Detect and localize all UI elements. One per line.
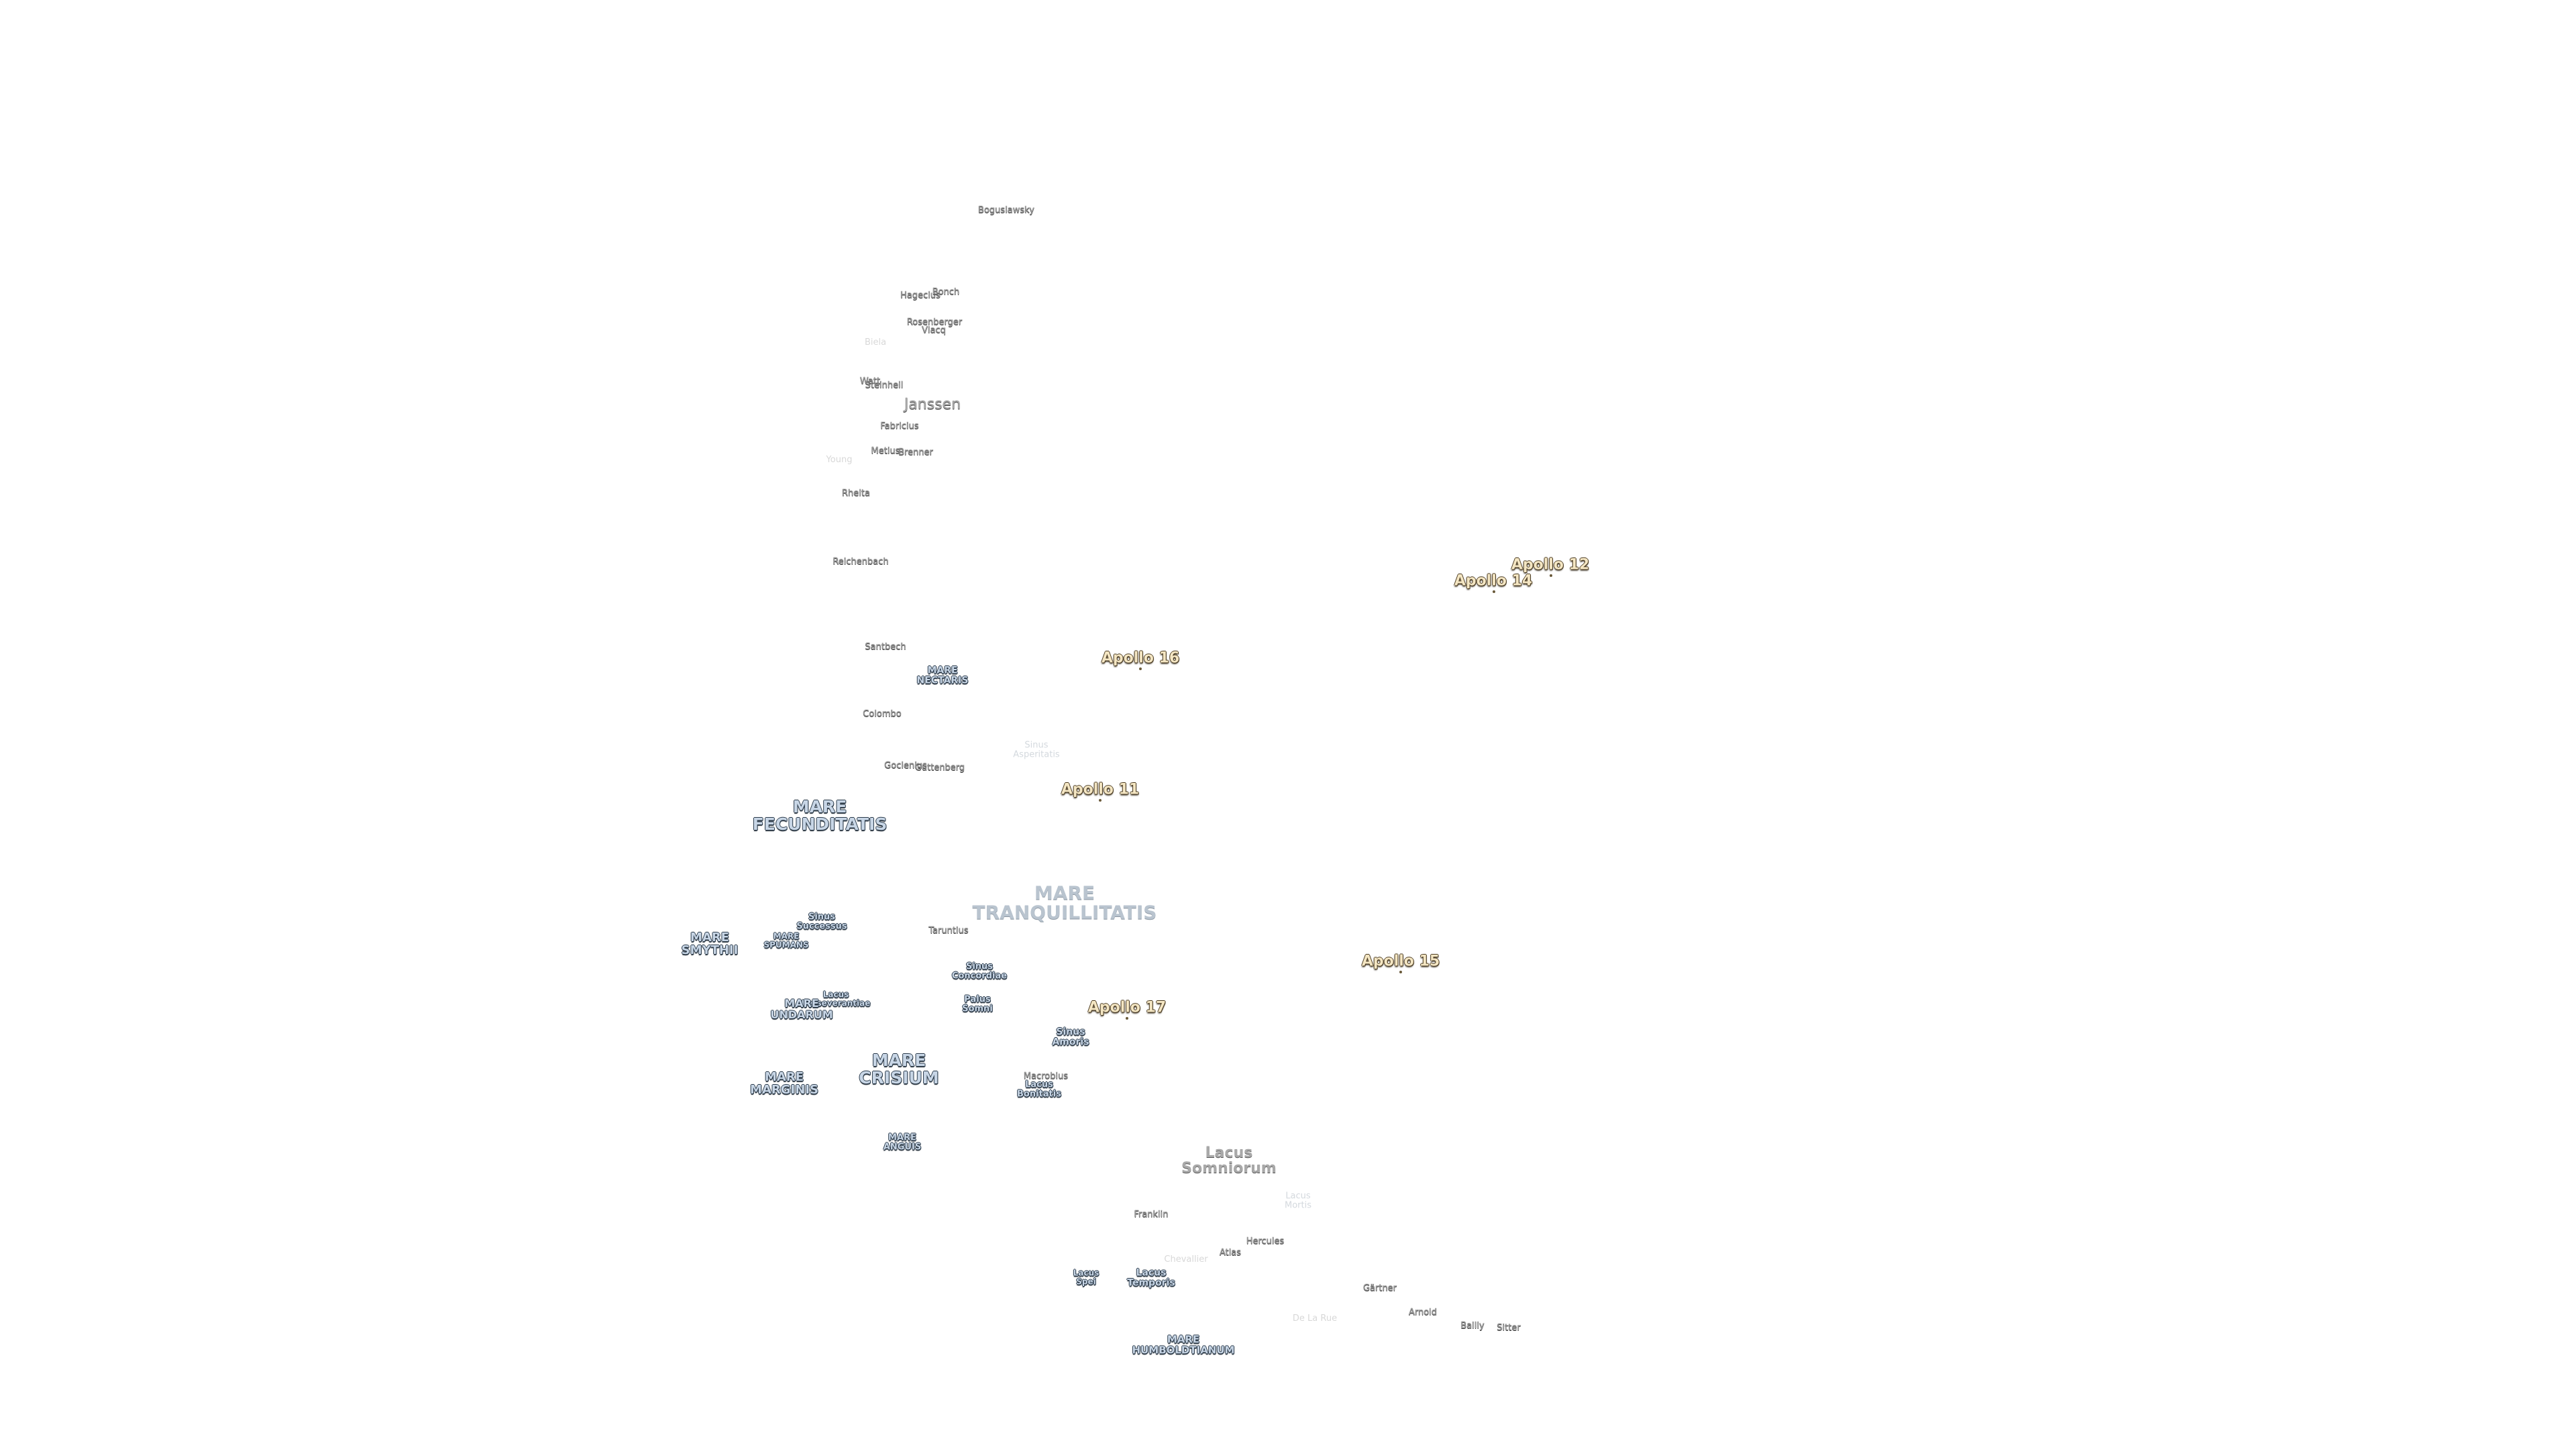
apollo-12-label[interactable]: Apollo 12 — [1511, 556, 1590, 574]
crater-label[interactable]: Watt — [859, 376, 881, 387]
apollo-15-label[interactable]: Apollo 15 — [1361, 953, 1440, 970]
landing-site-marker[interactable] — [1493, 590, 1495, 593]
crater-label[interactable]: Steinheil — [865, 380, 904, 391]
crater-label[interactable]: Arnold — [1408, 1307, 1438, 1318]
crater-label[interactable]: Sitter — [1497, 1323, 1521, 1334]
landing-site-marker[interactable] — [1126, 1017, 1128, 1020]
crater-label[interactable]: Gärtner — [1362, 1283, 1397, 1294]
crater-label[interactable]: Reichenbach — [833, 557, 889, 568]
crater-label[interactable]: Bailly — [1460, 1321, 1485, 1332]
crater-label[interactable]: Taruntius — [928, 926, 969, 936]
crater-label[interactable]: Hercules — [1246, 1236, 1285, 1247]
landing-site-marker[interactable] — [1550, 574, 1552, 577]
crater-label[interactable]: Hagecius — [900, 290, 941, 301]
apollo-16-label[interactable]: Apollo 16 — [1101, 649, 1180, 667]
crater-label[interactable]: Boguslawsky — [978, 205, 1034, 216]
crater-label[interactable]: Santbech — [865, 642, 906, 653]
apollo-14-label[interactable]: Apollo 14 — [1454, 572, 1533, 590]
crater-label[interactable]: Goclenius — [884, 761, 927, 771]
crater-label[interactable]: Colombo — [863, 709, 902, 720]
crater-label[interactable]: Young — [826, 455, 853, 466]
crater-label[interactable]: Fabricius — [880, 421, 919, 432]
crater-label[interactable]: Guttenberg — [914, 763, 965, 773]
crater-label[interactable]: Rosenberger — [906, 317, 963, 328]
landing-site-marker[interactable] — [1099, 799, 1102, 802]
crater-label[interactable]: De La Rue — [1292, 1313, 1338, 1324]
crater-label[interactable]: Janssen — [904, 396, 961, 413]
crater-label[interactable]: Bonch — [932, 287, 960, 298]
crater-label[interactable]: Biela — [864, 337, 887, 348]
crater-label[interactable]: Brenner — [898, 447, 933, 458]
crater-label[interactable]: Vlacq — [922, 325, 946, 336]
crater-label[interactable]: Metius — [871, 446, 900, 457]
crater-label[interactable]: Franklin — [1134, 1210, 1169, 1220]
landing-site-marker[interactable] — [1139, 667, 1142, 670]
landing-site-marker[interactable] — [1399, 971, 1402, 973]
crater-label[interactable]: Chevallier — [1164, 1254, 1208, 1265]
crater-label[interactable]: Rheita — [842, 488, 870, 499]
crater-label[interactable]: Macrobius — [1023, 1071, 1069, 1082]
apollo-11-label[interactable]: Apollo 11 — [1061, 781, 1140, 798]
crater-label[interactable]: Atlas — [1219, 1248, 1242, 1258]
apollo-17-label[interactable]: Apollo 17 — [1087, 999, 1167, 1016]
